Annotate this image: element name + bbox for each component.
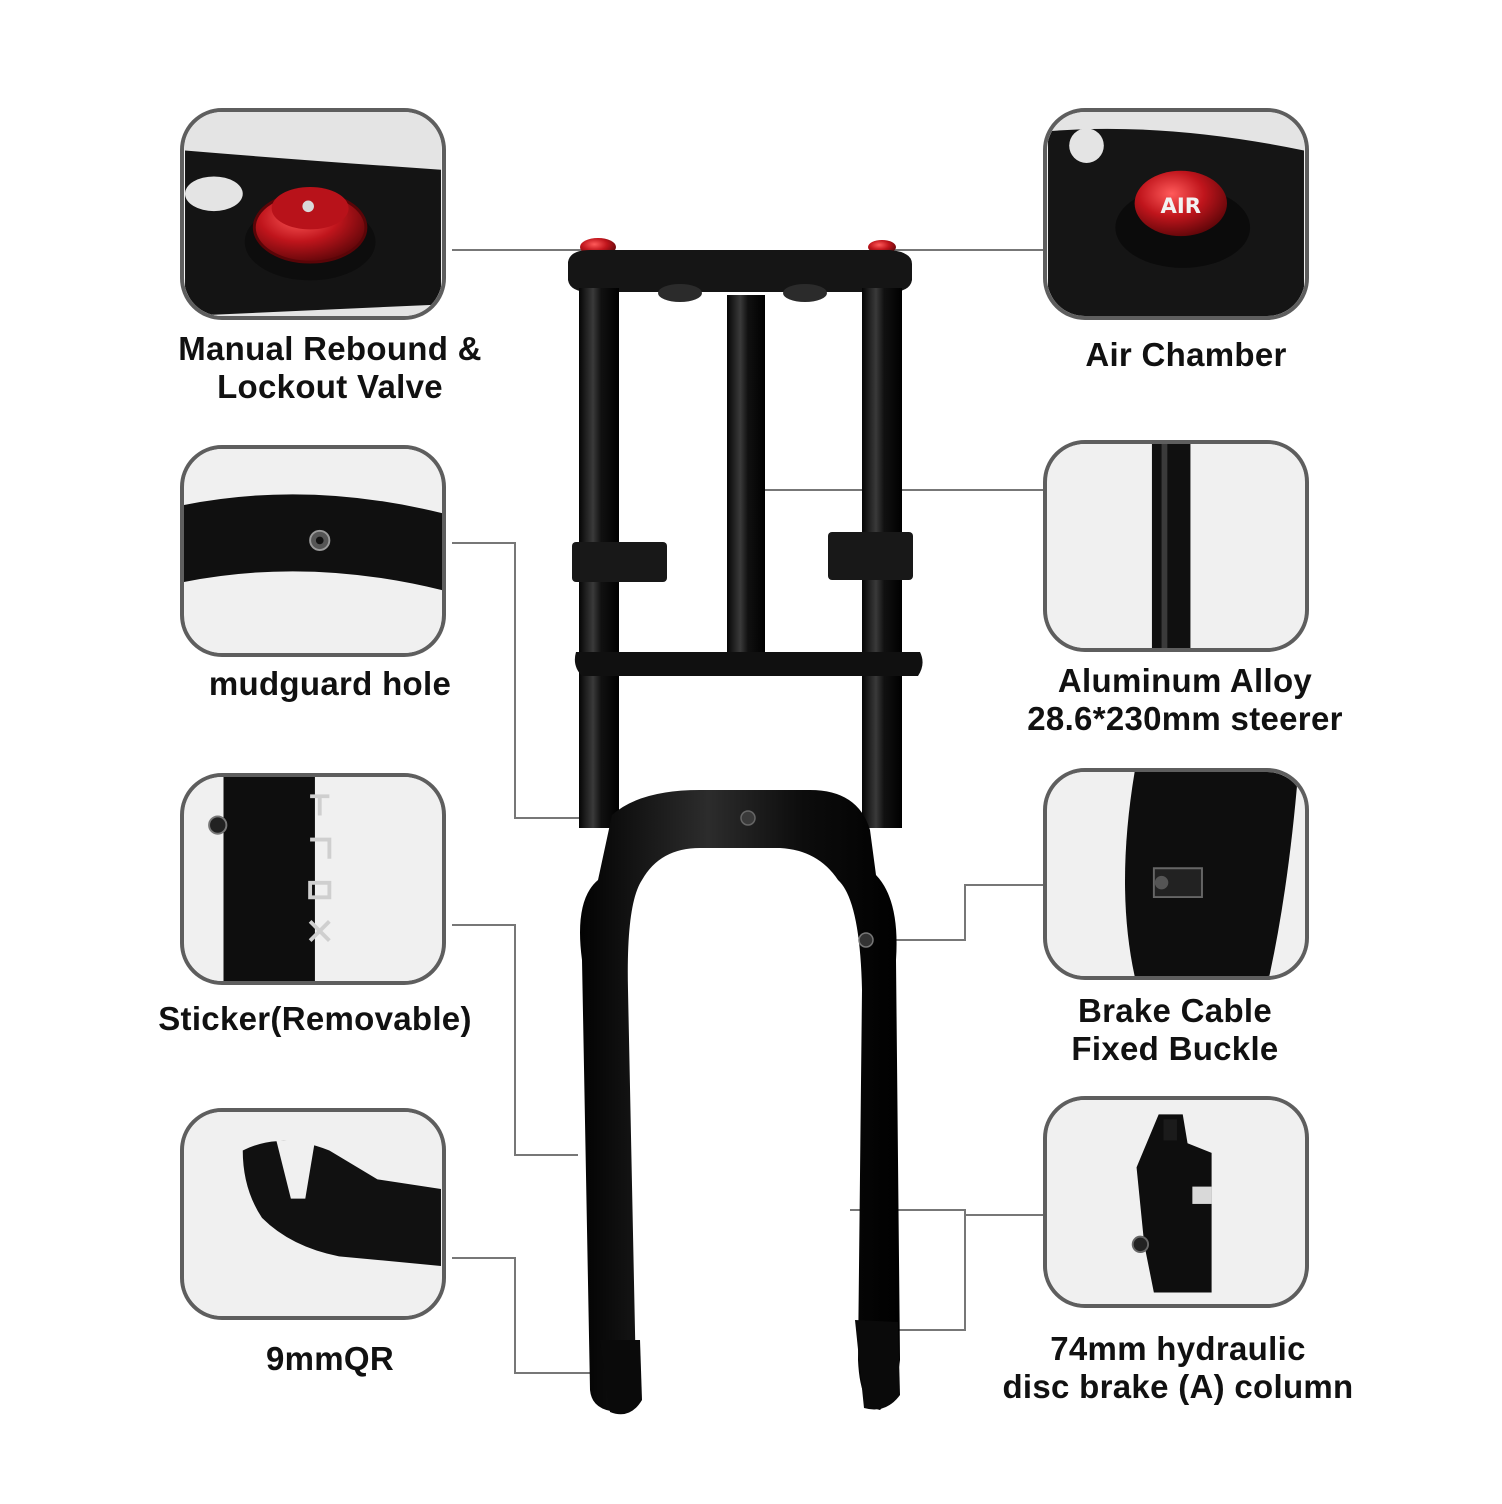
sticker-thumb [180,773,446,985]
quick-release-dropout-icon [185,1112,441,1316]
sticker-caption: Sticker(Removable) [158,1000,472,1037]
disc-brake-thumb [1043,1096,1309,1308]
steerer-caption: Aluminum Alloy 28.6*230mm steerer [1027,662,1343,737]
left-foam-band [572,542,667,582]
disc-brake-mount-icon [1048,1100,1304,1304]
disc-brake-caption: 74mm hydraulic disc brake (A) column [1002,1330,1354,1405]
leader-qr [452,1257,613,1374]
red-rebound-knob-icon [185,112,441,316]
fork-lowers [580,790,900,1412]
qr-thumb [180,1108,446,1320]
cable-buckle-icon [1048,772,1304,976]
mudguard-bolt [740,810,756,826]
buckle-bolt [858,932,874,948]
rebound-valve-thumb [180,108,446,320]
brake-buckle-thumb [1043,768,1309,980]
air-chamber-caption: Air Chamber [1085,336,1287,373]
sticker-leg-icon [185,777,441,981]
right-foam-band [828,532,913,580]
mudguard-caption: mudguard hole [208,665,452,702]
lower-crown [574,652,923,676]
steerer-thumb [1043,440,1309,652]
air-chamber-thumb: AIR [1043,108,1309,320]
leader-sticker [452,924,578,1156]
qr-caption: 9mmQR [265,1340,395,1377]
brake-buckle-caption: Brake Cable Fixed Buckle [1071,992,1279,1067]
upper-crown [568,250,912,292]
red-air-cap-icon: AIR [1048,112,1304,316]
leader-buckle [866,884,1043,941]
rebound-caption: Manual Rebound & Lockout Valve [178,330,482,405]
leader-disc [850,1209,966,1331]
air-cap-text: AIR [1161,193,1202,218]
mudguard-hole-icon [184,449,442,653]
steerer-tube-icon [1048,444,1304,648]
mudguard-thumb [180,445,446,657]
leader-lines [452,249,1043,1374]
steerer-tube [727,295,765,655]
